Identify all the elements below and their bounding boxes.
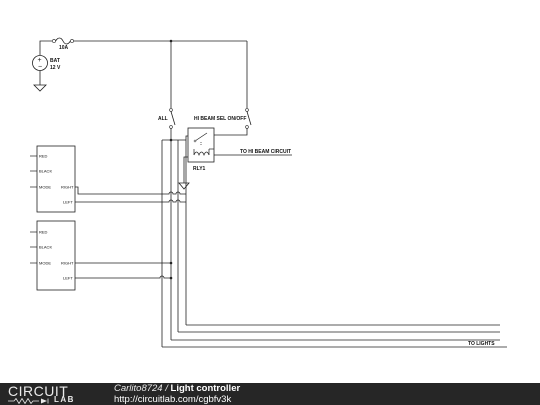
switch-hibeam-contact [246, 111, 252, 126]
controller-1-pin-label-mode: MODE [39, 185, 51, 190]
ground-symbol-relay [178, 182, 190, 190]
controller-2-wire-left [75, 275, 171, 279]
controller-1-pin-label-right: RIGHT [61, 185, 74, 190]
battery-name: BAT [50, 58, 60, 64]
junction-controller-2-right [169, 261, 173, 265]
controller-1-wire-right [75, 186, 186, 195]
controller-2-pin-label-red: RED [39, 230, 48, 235]
title-separator: / [165, 383, 168, 394]
battery-voltage: 12 V [50, 65, 61, 71]
schematic-diagram: 10A + − BAT 12 V ALL HI BEAM SEL ON/OFF [30, 37, 507, 348]
junction-controller-2-left [169, 276, 173, 280]
logo-resistor-icon [8, 398, 49, 404]
switch-all: ALL [158, 41, 176, 129]
logo-text-circuit: CIRCUIT [8, 383, 69, 399]
supply-circuit: 10A + − BAT 12 V [32, 37, 247, 92]
fuse-terminal-right [70, 39, 74, 43]
controller-2-pin-label-mode: MODE [39, 261, 51, 266]
hibeam-output-label: TO HI BEAM CIRCUIT [240, 149, 291, 155]
controller-1-pin-label-left: LEFT [63, 200, 73, 205]
fuse-symbol [55, 37, 71, 45]
switch-hibeam: HI BEAM SEL ON/OFF [194, 41, 252, 136]
logo-text-lab: LAB [54, 395, 75, 404]
battery-plus-sign: + [38, 57, 42, 64]
controller-1-wire-left [75, 199, 186, 203]
ground-symbol-battery [33, 84, 47, 92]
relay-rly1: RLY1 TO HI BEAM CIRCUIT [178, 127, 292, 190]
circuitlab-logo[interactable]: CIRCUIT LAB [8, 384, 94, 404]
controller-2: RED BLACK MODE RIGHT LEFT [30, 220, 173, 291]
switch-all-label: ALL [158, 116, 168, 122]
switch-all-terminal-top [169, 108, 173, 112]
relay-contact-pivot [193, 139, 197, 143]
switch-hibeam-terminal-top [245, 108, 249, 112]
lights-output-label: TO LIGHTS [468, 341, 495, 347]
relay-contact [194, 132, 208, 142]
switch-hibeam-label: HI BEAM SEL ON/OFF [194, 116, 246, 122]
controller-2-pin-label-left: LEFT [63, 276, 73, 281]
controller-1-body [36, 145, 76, 213]
controller-1: RED BLACK MODE RIGHT LEFT [30, 145, 186, 213]
fuse-terminal-left [52, 39, 56, 43]
circuit-url-link[interactable]: http://circuitlab.com/cgbfv3k [114, 393, 232, 405]
wire-relay-to-ground [183, 156, 188, 183]
author-name[interactable]: Carlito8724 [114, 383, 163, 394]
controller-1-pin-label-red: RED [39, 154, 48, 159]
battery-minus-sign: − [38, 64, 42, 71]
footer-bar: CIRCUIT LAB Carlito8724 / Light controll… [0, 383, 540, 405]
footer-info: Carlito8724 / Light controller http://ci… [114, 383, 241, 405]
fuse-label: 10A [59, 45, 69, 51]
controller-2-pin-label-right: RIGHT [61, 261, 74, 266]
switch-all-contact [170, 111, 176, 126]
controller-1-pin-label-black: BLACK [39, 169, 52, 174]
switch-all-terminal-bottom [169, 125, 173, 129]
wire-battery-to-fuse [39, 40, 52, 55]
circuit-title: Light controller [170, 383, 241, 394]
bus-wires: TO LIGHTS [161, 128, 507, 348]
controller-2-body [36, 220, 76, 291]
wire-hibeam-switch-to-relay [214, 128, 248, 136]
controller-2-pin-label-black: BLACK [39, 245, 52, 250]
switch-hibeam-terminal-bottom [245, 125, 249, 129]
relay-coil [193, 151, 210, 156]
relay-label: RLY1 [193, 166, 206, 172]
